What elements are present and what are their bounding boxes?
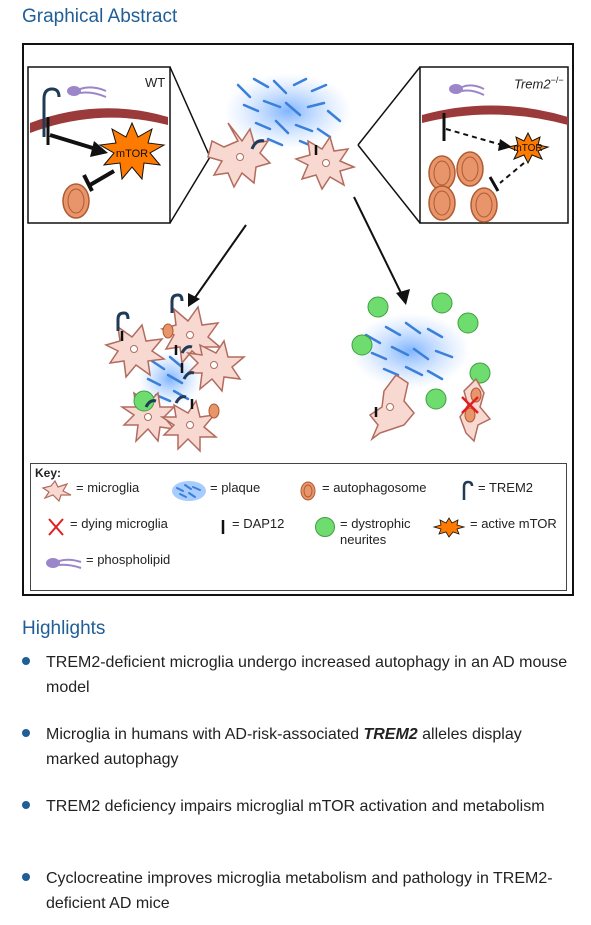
autophagosome-icon xyxy=(300,481,316,501)
phospholipid-icon xyxy=(46,558,82,569)
bullet-icon xyxy=(22,657,30,665)
highlight-item: Microglia in humans with AD-risk-associa… xyxy=(22,722,582,772)
abstract-diagram: mTOR mTOR xyxy=(27,66,569,453)
key-item-dap12: = DAP12 xyxy=(217,516,284,538)
key-item-plaque: = plaque xyxy=(171,480,260,502)
dying-microglia-mark xyxy=(461,396,479,414)
trem2-ko-label: Trem2−/− xyxy=(514,75,564,92)
cell-membrane xyxy=(30,108,168,133)
graphical-abstract-title: Graphical Abstract xyxy=(22,6,178,27)
key-item-phospholipid: = phospholipid xyxy=(45,552,170,574)
trem2-receptor xyxy=(42,87,61,137)
mtor-ko-text: mTOR xyxy=(513,143,542,154)
plaque-icon xyxy=(172,481,206,501)
dap12-icon xyxy=(221,520,225,534)
key-title: Key: xyxy=(35,466,62,480)
trem2-ko-inset: mTOR xyxy=(419,66,569,224)
autophagosome xyxy=(62,183,90,219)
mtor-active-ko xyxy=(506,131,550,165)
key-item-dying-microglia: = dying microglia xyxy=(45,516,168,538)
wt-microglia-cluster xyxy=(103,293,247,453)
phospholipid-icon xyxy=(449,84,485,96)
bullet-icon xyxy=(22,873,30,881)
cell-membrane xyxy=(422,105,568,125)
dystrophic-neurites-icon xyxy=(315,517,335,537)
microglia-icon xyxy=(41,480,72,502)
highlights-title: Highlights xyxy=(22,618,106,639)
key-item-active-mtor: = active mTOR xyxy=(431,516,557,538)
graphical-abstract-figure: mTOR mTOR xyxy=(22,43,574,596)
key-item-autophagosome: = autophagosome xyxy=(297,480,426,502)
highlight-item: Cyclocreatine improves microglia metabol… xyxy=(22,866,582,916)
bullet-icon xyxy=(22,729,30,737)
key-legend: Key: = microglia = plaque = autophagos xyxy=(30,463,567,591)
mtor-wt-text: mTOR xyxy=(116,148,148,160)
dying-microglia-icon xyxy=(48,518,64,536)
plaque-top xyxy=(224,73,352,149)
mtor-active-wt xyxy=(98,121,166,181)
ko-microglia-cluster xyxy=(350,292,492,443)
phospholipid-icon xyxy=(67,86,107,98)
wt-label: WT xyxy=(145,75,166,90)
highlight-item: TREM2 deficiency impairs microglial mTOR… xyxy=(22,794,582,819)
key-item-trem2: = TREM2 xyxy=(459,480,533,502)
key-item-microglia: = microglia xyxy=(39,480,139,502)
bullet-icon xyxy=(22,801,30,809)
autophagosome-cluster xyxy=(428,151,498,223)
highlight-item: TREM2-deficient microglia undergo increa… xyxy=(22,650,582,700)
wt-inset: mTOR xyxy=(27,66,171,224)
trem2-icon xyxy=(462,480,474,500)
active-mtor-icon xyxy=(432,517,466,538)
